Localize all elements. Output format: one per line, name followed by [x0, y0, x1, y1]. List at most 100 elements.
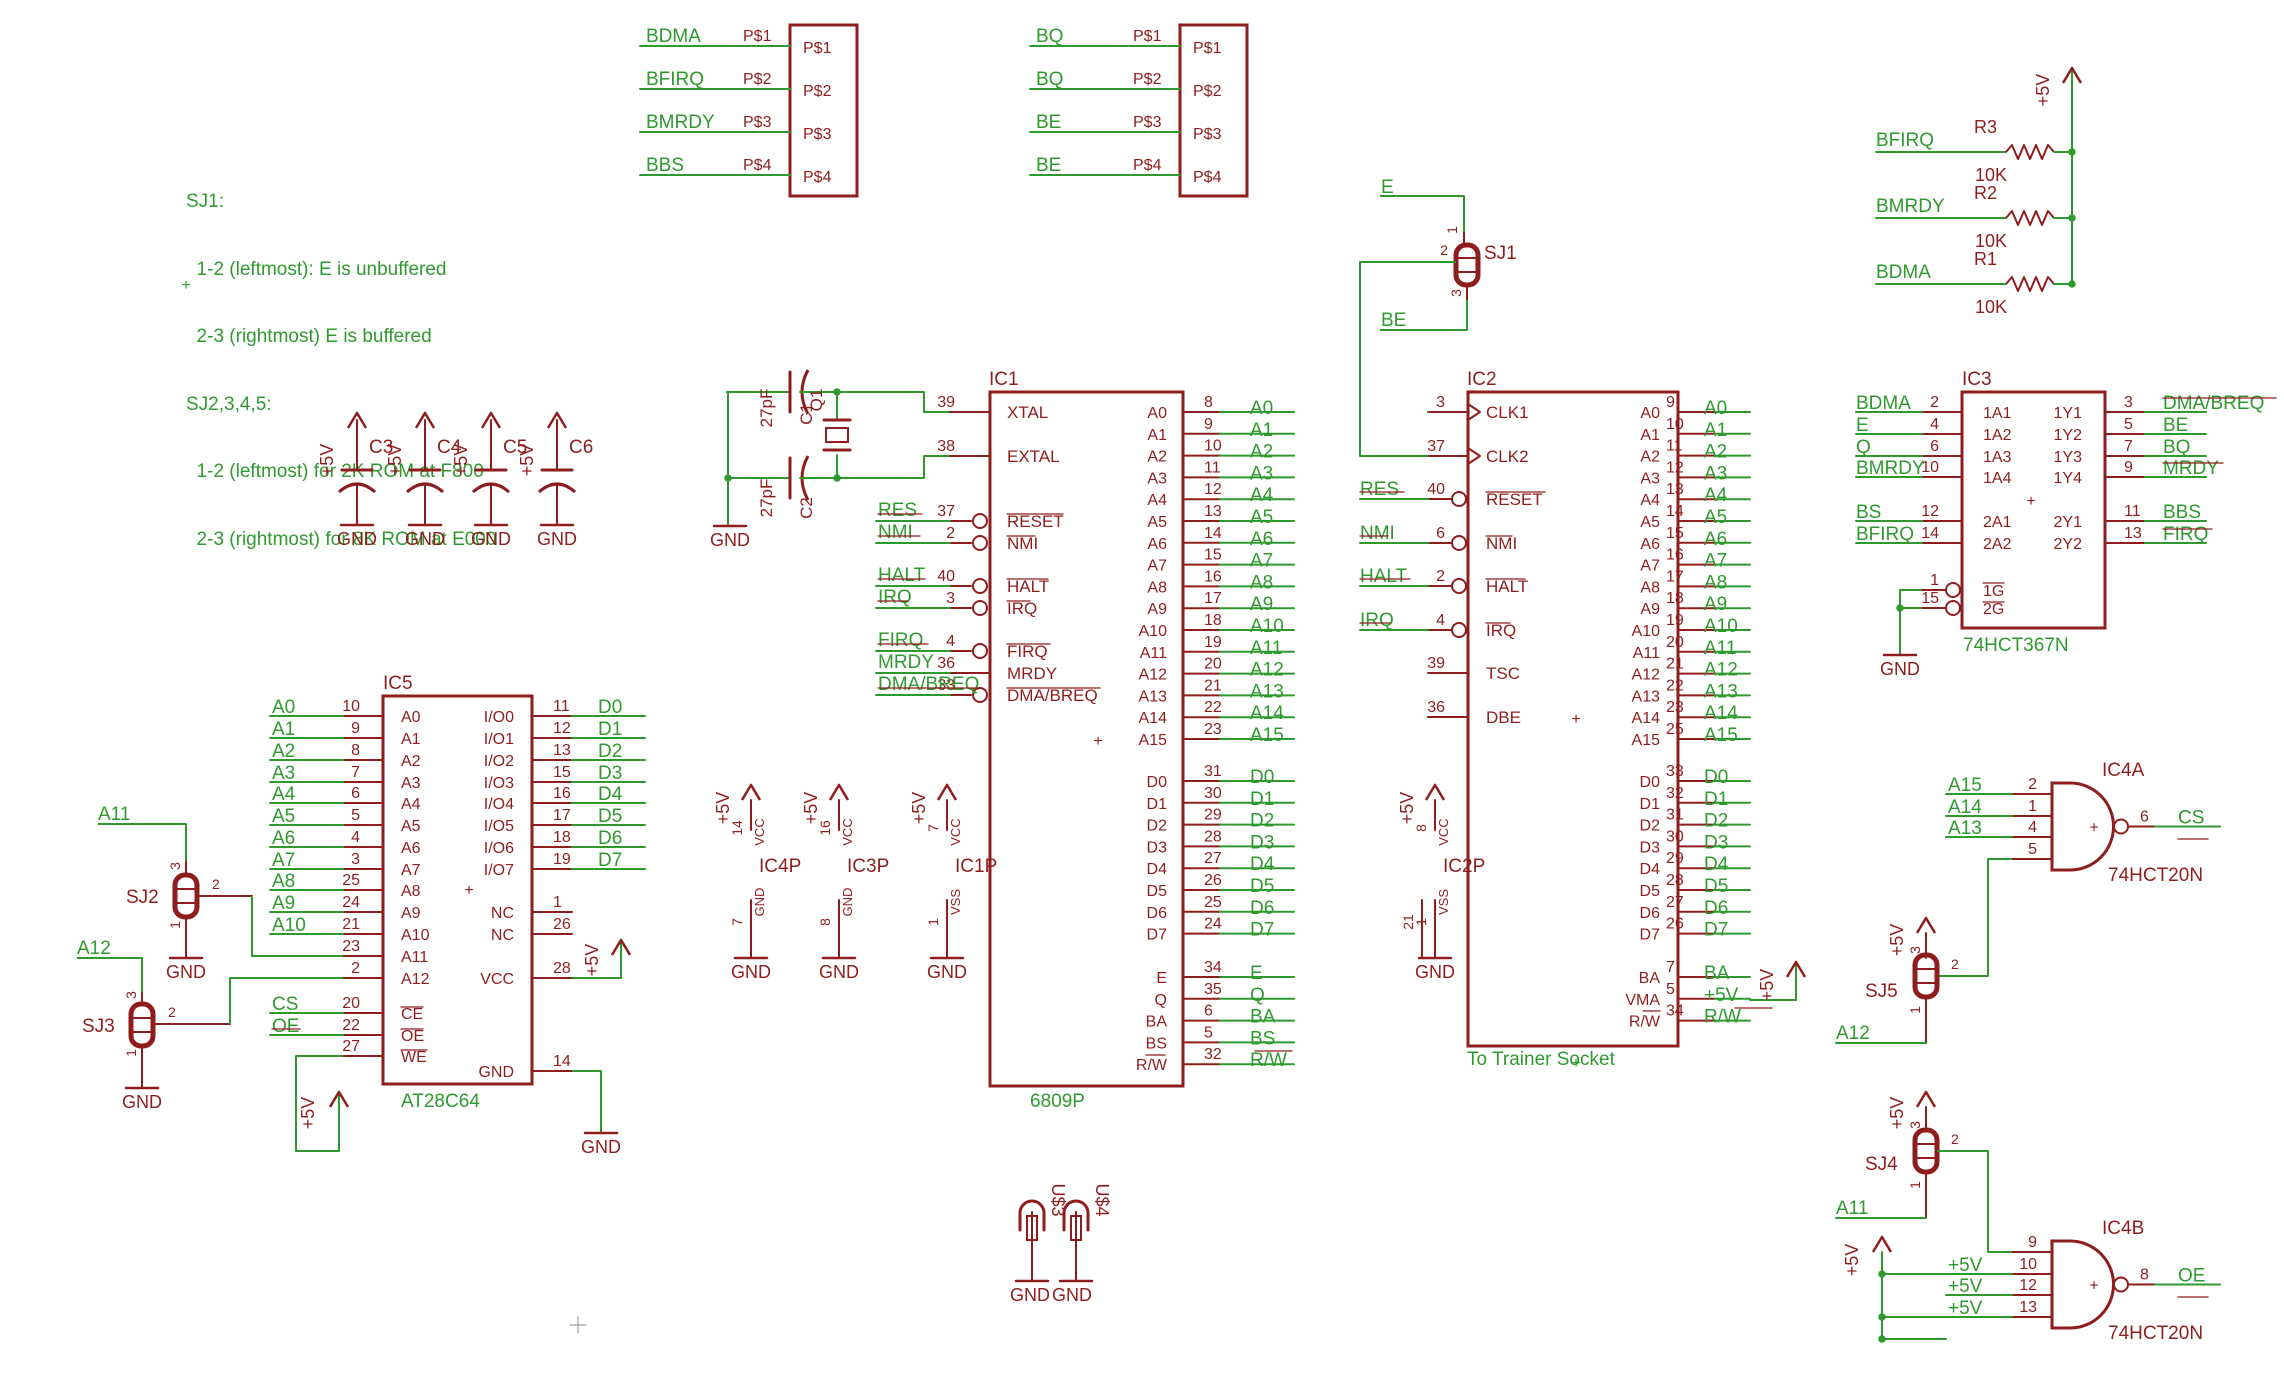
pin-label: A8	[1147, 579, 1167, 596]
pin-label: I/O2	[484, 753, 514, 770]
pin-number: 6	[351, 785, 360, 802]
inversion-bubble	[972, 535, 988, 551]
net-label: A11	[1704, 638, 1736, 659]
pin-number: 12	[553, 720, 571, 737]
pin-number: 7	[729, 918, 745, 926]
net-label: E	[1381, 177, 1394, 198]
misc-part-body	[1070, 1215, 1082, 1241]
vcc-label: +5V	[1842, 1244, 1862, 1277]
pin-label: 2A1	[1983, 514, 2012, 531]
vcc-label: +5V	[801, 792, 821, 825]
net-label: D4	[598, 784, 623, 805]
pin-label: A9	[1147, 601, 1167, 618]
pin-label: D7	[1640, 927, 1661, 944]
pin-label: 2Y2	[2054, 536, 2083, 553]
net-label: A11	[98, 804, 130, 825]
pin-label: A1	[1147, 427, 1167, 444]
pin-label: CLK1	[1486, 403, 1529, 422]
misc-part-body	[1062, 1199, 1090, 1214]
pin-label: XTAL	[1007, 403, 1048, 422]
pin-label: I/O0	[484, 709, 514, 726]
pin-number: 27	[1666, 894, 1684, 911]
net-label: BQ	[2163, 437, 2190, 458]
pin-number: 6	[2140, 809, 2149, 826]
net-label: BS	[1856, 502, 1881, 523]
ic-name: IC4A	[2102, 760, 2145, 781]
jumper-name: SJ5	[1865, 981, 1898, 1002]
pin-label: D1	[1147, 796, 1168, 813]
pin-number: 27	[1204, 850, 1222, 867]
pin-label: A8	[1640, 579, 1660, 596]
note-line: 2-3 (rightmost) E is buffered	[186, 326, 432, 347]
net-label: A13	[1704, 681, 1738, 702]
ic-name: IC3	[1962, 369, 1992, 390]
net-label: HALT	[878, 565, 926, 586]
pin-number: 2	[2028, 776, 2037, 793]
pin-number: 34	[1204, 959, 1222, 976]
net-label: A7	[272, 850, 295, 871]
pin-label: I/O6	[484, 840, 514, 857]
pin-number: 33	[937, 677, 955, 694]
net-label: A14	[1948, 797, 1982, 818]
pin-number: P$1	[1133, 28, 1162, 45]
pin-number: 16	[1666, 547, 1684, 564]
pin-label: I/O7	[484, 862, 514, 879]
pin-label: A7	[1640, 558, 1660, 575]
pin-label: A4	[1147, 492, 1167, 509]
net-label: BFIRQ	[1856, 524, 1914, 545]
pin-label: D4	[1640, 861, 1661, 878]
pin-number: 40	[1427, 481, 1445, 498]
pin-label: P$3	[803, 126, 832, 143]
pin-label: A14	[1632, 710, 1661, 727]
pin-number: 37	[1427, 438, 1445, 455]
pin-label: R/W	[1136, 1057, 1168, 1074]
pin-number: 1	[1907, 1006, 1923, 1014]
solder-jumper	[1912, 1127, 1940, 1175]
net-label: D0	[598, 697, 622, 718]
pin-label: A10	[1632, 623, 1661, 640]
pin-number: 14	[1204, 525, 1222, 542]
pin-number: 14	[553, 1053, 571, 1070]
pin-number: 10	[1666, 416, 1684, 433]
pin-label: P$1	[803, 40, 832, 57]
ic3-body	[1960, 390, 2107, 630]
net-label: +5V	[1948, 1298, 1983, 1319]
pin-number: P$2	[1133, 71, 1162, 88]
net-label: E	[1856, 415, 1869, 436]
gnd-label: GND	[122, 1092, 162, 1112]
pin-label: P$4	[1193, 169, 1222, 186]
pin-label: A5	[1640, 514, 1660, 531]
pin-number: 7	[2124, 438, 2133, 455]
pin-number: 16	[817, 820, 833, 836]
pin-label: 1Y2	[2054, 427, 2083, 444]
pin-number: 20	[1204, 656, 1222, 673]
pin-number: 2	[1951, 956, 1959, 972]
note-line: 2-3 (rightmost) for 8K ROM at E000	[186, 528, 497, 550]
pin-number: 1	[553, 894, 562, 911]
pin-number: 1	[1444, 226, 1460, 234]
net-label: A14	[1250, 703, 1284, 724]
origin-mark: +	[2026, 493, 2035, 510]
net-label: D6	[1250, 898, 1274, 919]
net-label: A6	[272, 828, 295, 849]
net-label: A9	[272, 893, 295, 914]
pin-number: 29	[1204, 807, 1222, 824]
net-label: A1	[1250, 420, 1273, 441]
pin-number: 17	[1666, 568, 1684, 585]
pin-label: A11	[401, 949, 428, 966]
pin-number: 24	[1204, 916, 1222, 933]
net-label: BMRDY	[1856, 458, 1925, 479]
pin-label: P$3	[1193, 126, 1222, 143]
net-label: A5	[1704, 507, 1727, 528]
net-label: A15	[1250, 725, 1284, 746]
pin-label: E	[1156, 970, 1167, 987]
pin-number: 13	[553, 742, 571, 759]
origin-mark: +	[464, 882, 473, 899]
jumper-name: SJ3	[82, 1016, 115, 1037]
pin-label: VCC	[752, 818, 767, 845]
pin-label: Q	[1155, 992, 1167, 1009]
net-label: D7	[1704, 920, 1728, 941]
net-label: A8	[272, 871, 295, 892]
note-line: SJ2,3,4,5:	[186, 393, 272, 415]
pin-number: 21	[1204, 677, 1222, 694]
